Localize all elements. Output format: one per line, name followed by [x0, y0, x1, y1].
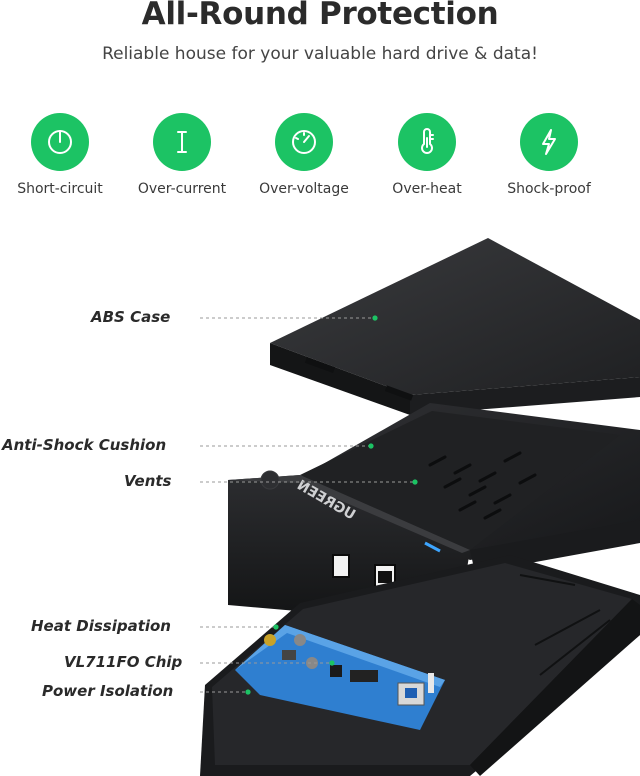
feature-label: Over-heat	[392, 181, 462, 197]
callout-leaders	[200, 315, 418, 695]
callout-heat-dissipation: Heat Dissipation	[31, 617, 171, 635]
callout-power-isolation: Power Isolation	[42, 682, 174, 700]
circuit-board	[235, 625, 445, 730]
product-exploded-view: UGREEN	[0, 225, 640, 776]
callout-anti-shock-cushion: Anti-Shock Cushion	[2, 436, 167, 454]
feature-shock-proof: Shock-proof	[494, 113, 604, 197]
feature-short-circuit: Short-circuit	[5, 113, 115, 197]
enclosure-illustration: UGREEN	[200, 238, 640, 776]
feature-label: Shock-proof	[507, 181, 591, 197]
current-icon	[153, 113, 211, 171]
feature-label: Over-voltage	[259, 181, 349, 197]
callout-chip: VL711FO Chip	[64, 653, 183, 671]
callout-abs-case: ABS Case	[91, 308, 171, 326]
bottom-tray	[200, 555, 640, 776]
lightning-icon	[520, 113, 578, 171]
feature-label: Short-circuit	[17, 181, 103, 197]
feature-over-heat: Over-heat	[372, 113, 482, 197]
feature-over-current: Over-current	[127, 113, 237, 197]
header-section: All-Round Protection Reliable house for …	[0, 0, 640, 230]
feature-label: Over-current	[137, 181, 227, 197]
callout-vents: Vents	[124, 472, 172, 490]
abs-case-lid	[270, 238, 640, 415]
page-subtitle: Reliable house for your valuable hard dr…	[102, 44, 538, 64]
feature-over-voltage: Over-voltage	[249, 113, 359, 197]
page-title: All-Round Protection	[141, 0, 499, 32]
gauge-icon	[275, 113, 333, 171]
thermometer-icon	[398, 113, 456, 171]
power-icon	[31, 113, 89, 171]
